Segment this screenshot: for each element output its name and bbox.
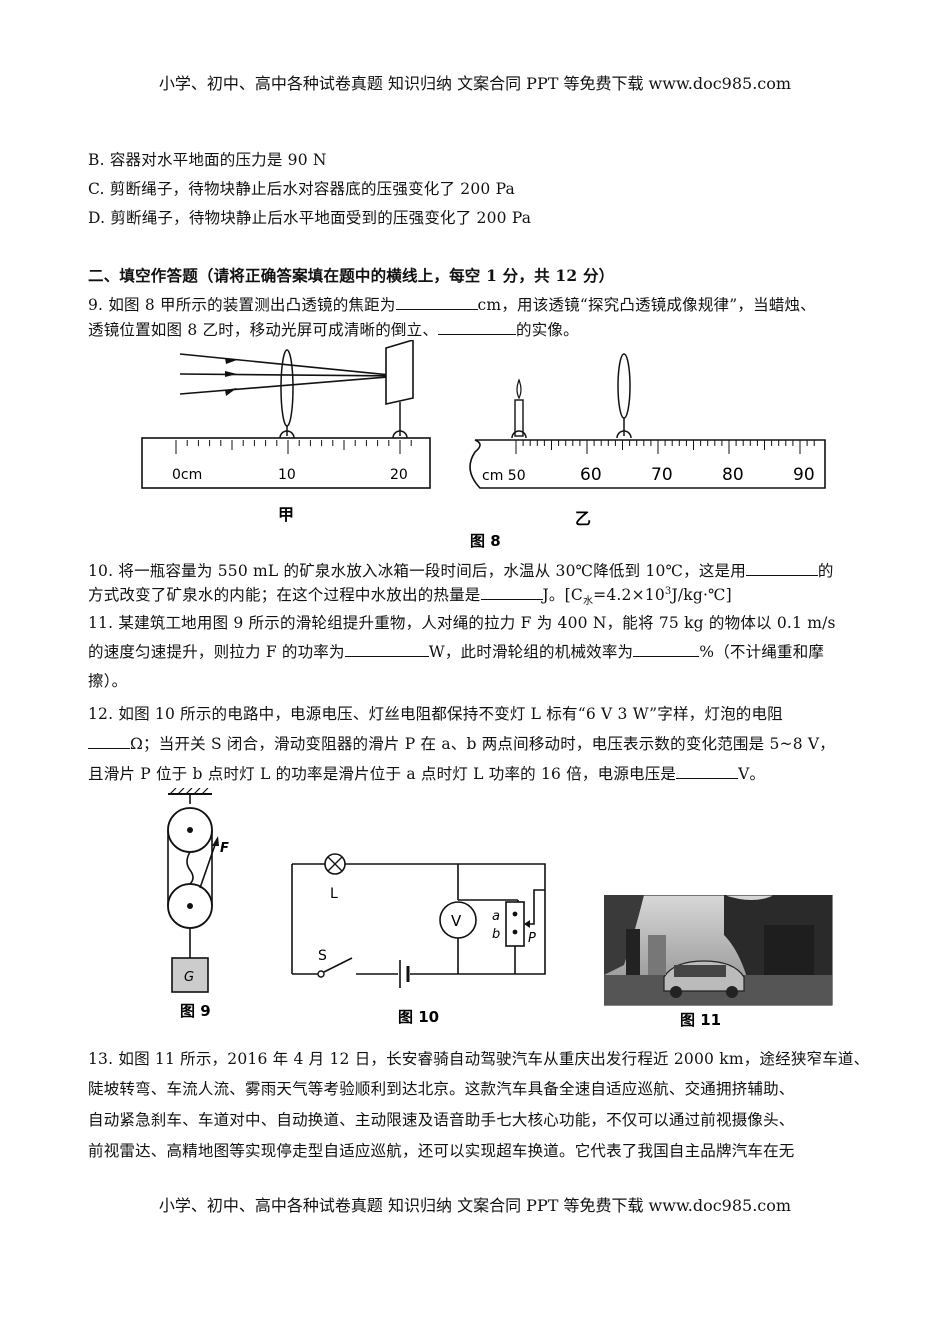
option-c: C. 剪断绳子，待物块静止后水对容器底的压强变化了 200 Pa <box>88 180 515 198</box>
fig8-right-apparatus: cm 50 60 70 80 90 乙 <box>469 353 826 528</box>
fig10-b-label: b <box>492 927 500 942</box>
fig8-tick-20: 20 <box>390 467 408 483</box>
q13-line1: 13. 如图 11 所示，2016 年 4 月 12 日，长安睿骑自动驾驶汽车从… <box>88 1050 870 1068</box>
fig8-left-apparatus: 0cm 10 20 甲 <box>141 340 431 524</box>
q12-line1: 12. 如图 10 所示的电路中，电源电压、灯丝电阻都保持不变灯 L 标有“6 … <box>88 705 783 723</box>
section-title: 二、填空作答题（请将正确答案填在题中的横线上，每空 1 分，共 12 分） <box>88 266 615 285</box>
fig8-tick-70: 70 <box>651 465 673 485</box>
fig11-photo <box>604 895 833 1006</box>
fig8-tick-50: cm 50 <box>482 468 526 484</box>
figure-11: 图 11 <box>604 895 833 1029</box>
q13-line3: 自动紧急刹车、车道对中、自动换道、主动限速及语音助手七大核心功能，不仅可以通过前… <box>88 1111 795 1129</box>
q11-line1: 11. 某建筑工地用图 9 所示的滑轮组提升重物，人对绳的拉力 F 为 400 … <box>88 614 836 632</box>
page-header: 小学、初中、高中各种试卷真题 知识归纳 文案合同 PPT 等免费下载 www.d… <box>158 74 792 93</box>
fig8-label-jia: 甲 <box>278 505 294 524</box>
fig8-caption: 图 8 <box>470 532 501 550</box>
figure-9: F G 图 9 <box>167 788 229 1020</box>
page-footer: 小学、初中、高中各种试卷真题 知识归纳 文案合同 PPT 等免费下载 www.d… <box>158 1196 792 1215</box>
option-d: D. 剪断绳子，待物块静止后水平地面受到的压强变化了 200 Pa <box>88 209 532 227</box>
q9-line2: 透镜位置如图 8 乙时，移动光屏可成清晰的倒立、的实像。 <box>88 321 579 339</box>
q13-line4: 前视雷达、高精地图等实现停走型自适应巡航，还可以实现超车换道。它代表了我国自主品… <box>88 1142 795 1160</box>
figure-10: L S V a b P 图 10 <box>291 853 546 1026</box>
fig9-caption: 图 9 <box>180 1002 211 1020</box>
fig10-caption: 图 10 <box>398 1008 439 1026</box>
q13-line2: 陡坡转弯、车流人流、雾雨天气等考验顺利到达北京。这款汽车具备全速自适应巡航、交通… <box>88 1080 795 1098</box>
fig10-lamp-label: L <box>330 886 338 902</box>
fig8-tick-90: 90 <box>793 465 815 485</box>
fig8-tick-80: 80 <box>722 465 744 485</box>
fig10-meter-label: V <box>451 912 462 930</box>
q12-line3: 且滑片 P 位于 b 点时灯 L 的功率是滑片位于 a 点时灯 L 功率的 16… <box>88 765 766 783</box>
fig10-a-label: a <box>492 909 500 924</box>
fig10-switch-label: S <box>318 948 327 964</box>
q10-line1: 10. 将一瓶容量为 550 mL 的矿泉水放入冰箱一段时间后，水温从 30℃降… <box>88 562 834 580</box>
fig8-label-yi: 乙 <box>575 509 591 528</box>
fig9-force-label: F <box>220 841 229 856</box>
option-b: B. 容器对水平地面的压力是 90 N <box>88 151 327 169</box>
fig11-caption: 图 11 <box>680 1011 721 1029</box>
fig8-tick-60: 60 <box>580 465 602 485</box>
figure-8: 0cm 10 20 甲 cm 50 60 70 80 90 乙 图 8 <box>141 340 826 550</box>
fig8-tick-10: 10 <box>278 467 296 483</box>
fig10-p-label: P <box>528 931 536 946</box>
fig8-tick-0: 0cm <box>172 467 202 483</box>
q12-line2: Ω；当开关 S 闭合，滑动变阻器的滑片 P 在 a、b 两点间移动时，电压表示数… <box>88 732 835 754</box>
fig9-weight-label: G <box>184 970 194 985</box>
q11-line3: 擦）。 <box>88 672 128 690</box>
